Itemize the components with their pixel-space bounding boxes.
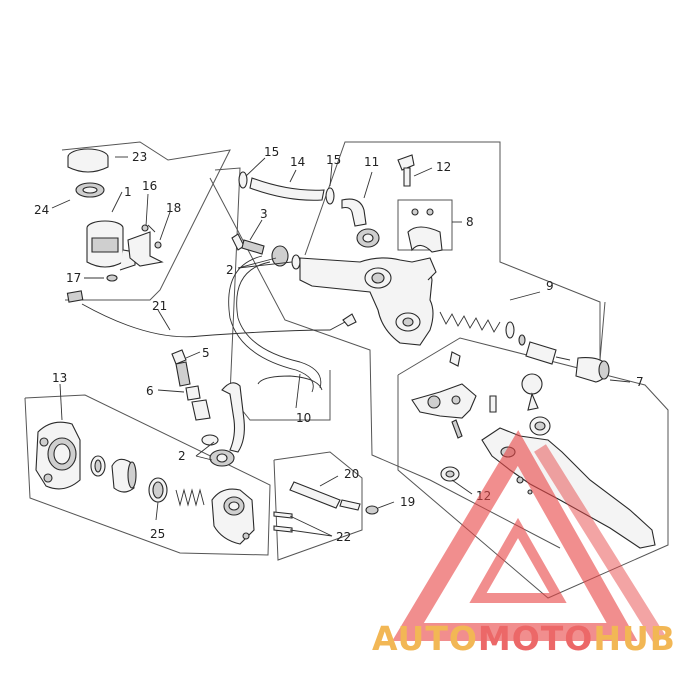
callout-25: 25 [150,527,165,541]
watermark-moto: MOTO [478,619,593,658]
lever-pivot-block [411,351,497,439]
reservoir-body [86,220,136,271]
callout-2b: 2 [178,449,186,463]
callout-9: 9 [546,279,554,293]
callout-18: 18 [166,201,181,215]
callout-8: 8 [466,215,474,229]
main-assembly-outline [209,177,561,549]
callout-22: 22 [336,530,351,544]
banjo-bolt-3 [231,233,265,255]
callout-21: 21 [152,299,167,313]
piston-spring-9 [439,311,610,383]
hose-10 [228,255,323,393]
reservoir-cap [67,148,109,198]
caliper-body-13 [35,421,81,490]
part-17 [106,274,118,282]
reservoir-group-outline [61,141,231,301]
clamp-8 [397,199,453,253]
callout-12a: 12 [436,160,451,174]
callout-5: 5 [202,346,210,360]
watermark-triangle-icon [392,430,666,644]
callout-1: 1 [124,185,132,199]
lever-assembly-group-outline [304,141,606,361]
lever-subgroup-outline [397,337,669,599]
fitting-6 [185,385,211,421]
callout-3: 3 [260,207,268,221]
callout-17: 17 [66,271,81,285]
callout-7: 7 [636,375,644,389]
elbow-fitting-11 [341,198,380,248]
callout-24: 24 [34,203,49,217]
watermark-logo: AUTOMOTOHUB [372,430,676,658]
hose-14 [238,171,335,205]
caliper-group-outline [24,394,271,556]
callout-11: 11 [364,155,379,169]
pushrod-20 [289,481,379,515]
watermark-text: AUTOMOTOHUB [372,619,676,658]
master-cylinder-body [299,257,437,346]
screw-12-top [397,154,415,187]
callout-6: 6 [146,384,154,398]
adjuster-knob [521,373,551,436]
callout-15a: 15 [264,145,279,159]
callout-10: 10 [296,411,311,425]
callout-20: 20 [344,467,359,481]
watermark-auto: AUTO [372,619,478,658]
screw-18 [154,241,162,249]
reservoir-bracket [127,224,164,267]
caliper-end-cap [211,488,255,545]
callout-13: 13 [52,371,67,385]
callout-2a: 2 [226,263,234,277]
washer-2-top [271,245,301,270]
callout-16: 16 [142,179,157,193]
bolts-22 [273,511,293,533]
bleed-fitting-5 [171,349,191,387]
leader-lines [51,156,631,537]
sensor-cable [66,290,357,338]
callout-14: 14 [290,155,305,169]
piston-and-seals [90,455,205,507]
pushrod-group-outline [273,451,363,561]
callout-19: 19 [400,495,415,509]
group-outlines [24,141,669,599]
callout-15b: 15 [326,153,341,167]
lower-brake-hose [201,382,245,467]
watermark-hub: HUB [593,619,676,658]
callout-23: 23 [132,150,147,164]
